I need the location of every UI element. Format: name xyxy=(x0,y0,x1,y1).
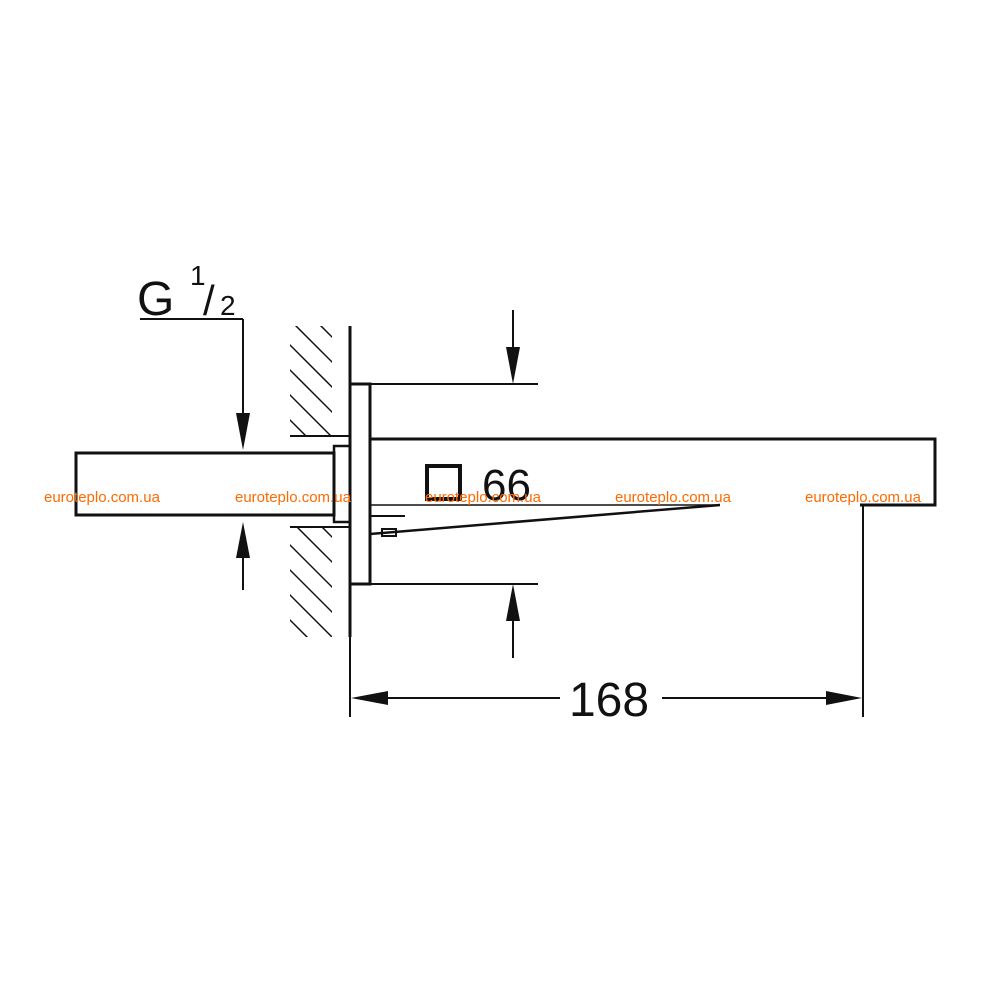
square-arrow-top xyxy=(506,347,520,384)
watermark-3: euroteplo.com.ua xyxy=(425,489,542,506)
watermark-row: euroteplo.com.ua euroteplo.com.ua eurote… xyxy=(44,489,922,506)
wall-hatch-bottom xyxy=(290,527,332,637)
length-arrow-right xyxy=(826,691,862,705)
square-label: 66 xyxy=(425,461,531,510)
watermark-5: euroteplo.com.ua xyxy=(805,489,922,506)
square-dimension-value: 66 xyxy=(482,461,531,510)
square-dimension xyxy=(370,310,538,658)
supply-pipe xyxy=(74,444,352,524)
length-dimension xyxy=(349,505,864,717)
wall-surface xyxy=(290,326,352,637)
length-dimension-value: 168 xyxy=(569,674,649,727)
thread-denominator: 2 xyxy=(220,290,236,321)
thread-letter: G xyxy=(137,273,174,326)
watermark-4: euroteplo.com.ua xyxy=(615,489,732,506)
watermark-2: euroteplo.com.ua xyxy=(235,489,352,506)
thread-dimension xyxy=(140,318,250,590)
thread-slash: / xyxy=(203,277,215,324)
watermark-1: euroteplo.com.ua xyxy=(44,489,161,506)
thread-arrow-top xyxy=(236,413,250,450)
square-arrow-bottom xyxy=(506,584,520,621)
wall-hatch-top xyxy=(290,326,332,436)
spout-body xyxy=(348,382,937,586)
wall-section xyxy=(290,326,332,637)
length-arrow-left xyxy=(351,691,388,705)
square-section-icon xyxy=(425,464,462,501)
thread-label: G 1 / 2 xyxy=(137,260,236,326)
thread-arrow-bottom xyxy=(236,522,250,558)
thread-numerator: 1 xyxy=(190,260,206,291)
